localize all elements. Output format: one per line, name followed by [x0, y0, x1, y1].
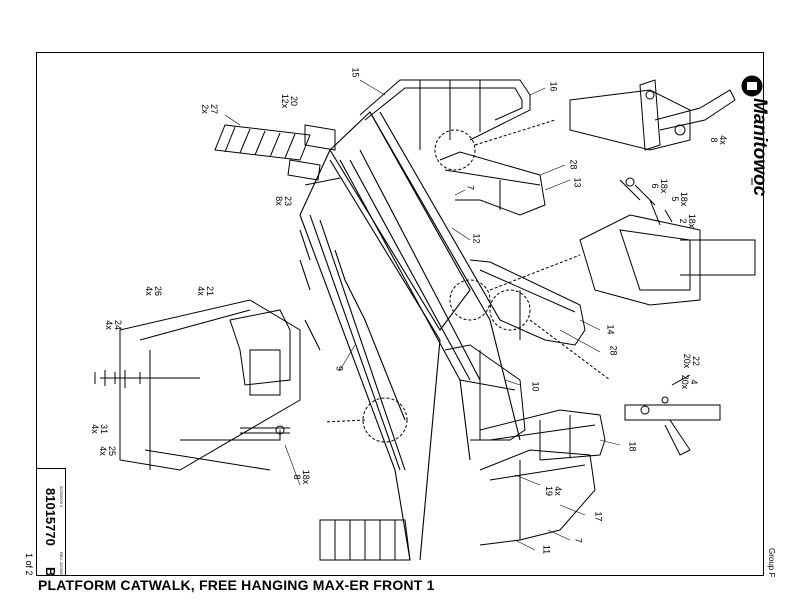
bracket-20: [287, 124, 341, 186]
callout-10: 10: [530, 381, 541, 392]
callout-21: 21 4x: [196, 285, 215, 296]
callout-9: 9: [334, 365, 345, 371]
catwalk-frame: [299, 111, 521, 561]
brand-logo-mark: [741, 75, 763, 97]
callout-23: 23 8x: [274, 195, 293, 206]
handrail-14: [469, 259, 586, 346]
detail-circles: [324, 119, 611, 443]
callout-17: 17: [593, 511, 604, 522]
page-title: PLATFORM CATWALK, FREE HANGING MAX-ER FR…: [38, 577, 435, 593]
callout-26: 26 4x: [144, 285, 163, 296]
fastener-detail-right: [624, 374, 721, 456]
callout-2: 18x 2: [678, 213, 697, 229]
callout-28-mid: 28: [608, 345, 619, 356]
callout-27: 27 2x: [200, 103, 219, 114]
callout-18: 18: [627, 441, 638, 452]
hinge-detail-right: [579, 177, 756, 306]
bracket-detail-left: [94, 299, 301, 471]
callout-24: 24 4x: [104, 319, 123, 330]
callout-19: 4x 19: [544, 485, 563, 496]
callout-8-left: 18x 8: [292, 469, 311, 485]
ladder-bottom: [319, 519, 411, 561]
callout-12: 12: [471, 233, 482, 244]
callout-15: 15: [350, 67, 361, 78]
handrail-13: [439, 151, 546, 216]
handrail-10: [444, 344, 526, 441]
callout-8-top: 4x 8: [709, 135, 728, 145]
title-block: [36, 468, 66, 576]
brand-logo: Manitowoc: [749, 98, 770, 197]
page-indicator: 1 of 2: [24, 553, 34, 576]
handrail-17: [479, 449, 596, 546]
group-label: Group F: [767, 548, 776, 578]
handrail-18: [479, 409, 606, 461]
callout-25: 25 4x: [98, 445, 117, 456]
drawing-frame: [36, 52, 764, 576]
callout-14: 14: [605, 324, 616, 335]
callout-6: 18x 6: [650, 178, 669, 194]
pin-detail-8: [569, 79, 736, 151]
leader-lines: [224, 79, 621, 551]
ladder-27: [214, 124, 311, 161]
callout-4: 4 20x: [680, 374, 699, 390]
callout-7-bottom: 7: [573, 537, 584, 543]
callout-7-top: 7: [465, 184, 476, 190]
callout-11: 11: [541, 544, 552, 555]
callout-20: 20 12x: [280, 93, 299, 109]
callout-16: 16: [548, 81, 559, 92]
callout-13: 13: [572, 177, 583, 188]
callout-28-top: 28: [568, 159, 579, 170]
